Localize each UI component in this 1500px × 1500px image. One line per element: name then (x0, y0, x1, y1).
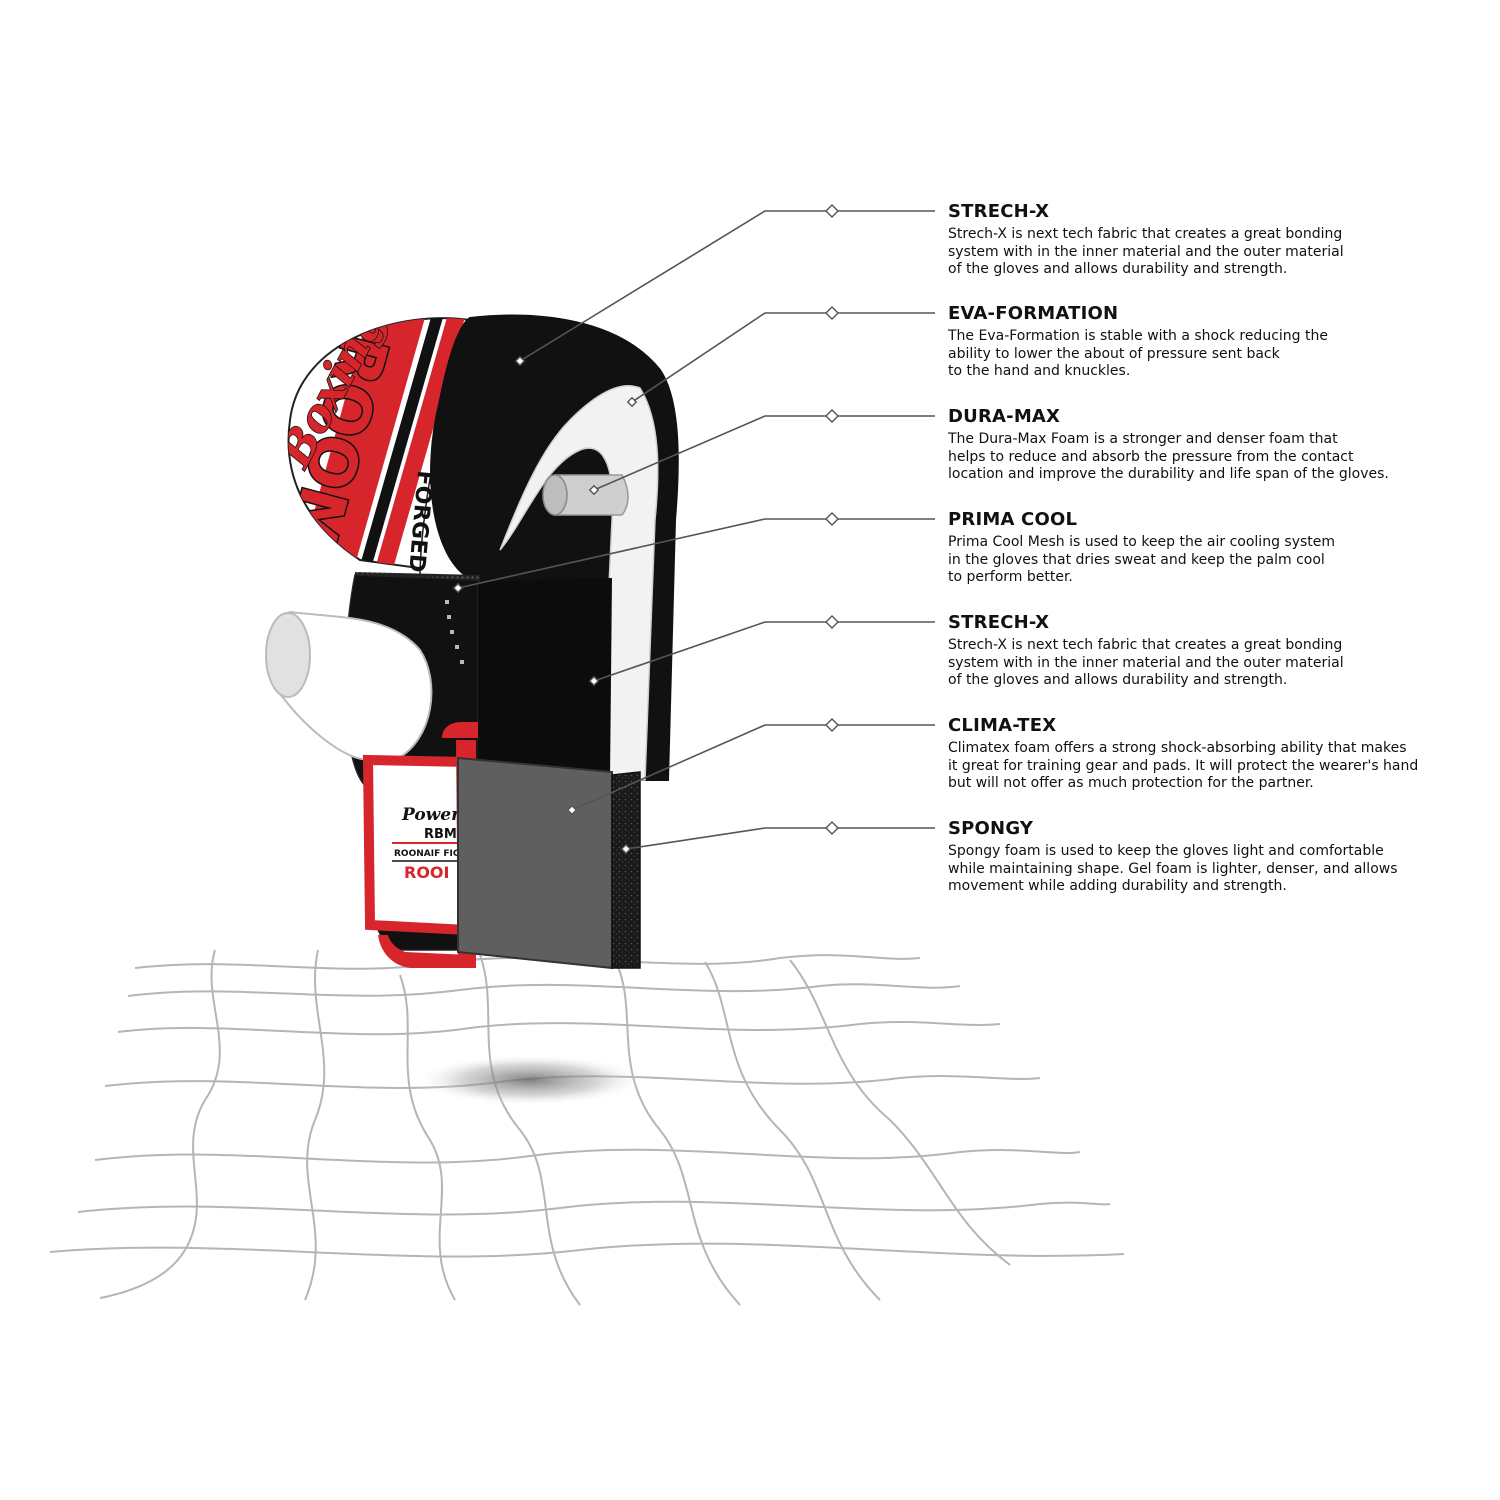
strech-x-liner (478, 578, 612, 780)
grid-line (49, 1242, 1125, 1258)
wrist-cuff-red (378, 935, 470, 968)
grid-line (117, 1021, 1001, 1036)
strap-brand-line: ROONAIF FIGH (394, 849, 468, 859)
grid-line (399, 974, 456, 1301)
glove-shadow (415, 1054, 645, 1106)
strap-rbm-text: RBM (424, 827, 457, 842)
anchor-dot-icon (566, 804, 578, 816)
leader-line-eva-formation (631, 312, 826, 403)
label-clima-tex: CLIMA-TEX Climatex foam offers a strong … (948, 715, 1468, 793)
grid-floor (49, 949, 1125, 1306)
grid-line (789, 959, 1011, 1266)
diamond-marker-icon (825, 615, 839, 629)
glove: ROOMAIF Boxing FORGED (265, 314, 679, 970)
label-description: Prima Cool Mesh is used to keep the air … (948, 534, 1336, 585)
dura-max-tube (554, 474, 629, 516)
grid-line (704, 961, 881, 1301)
leader-lines (457, 210, 935, 850)
grid-line (77, 1200, 1111, 1216)
label-markers (825, 204, 839, 835)
label-spongy: SPONGY Spongy foam is used to keep the g… (948, 818, 1468, 896)
diamond-marker-icon (825, 821, 839, 835)
label-title: DURA-MAX (948, 406, 1061, 427)
diamond-marker-icon (825, 512, 839, 526)
grid-line (304, 949, 326, 1301)
anchor-dot-icon (626, 396, 638, 408)
label-dura-max: DURA-MAX The Dura-Max Foam is a stronger… (948, 406, 1468, 484)
anchor-dot-icon (588, 675, 600, 687)
leader-line-strech-x-1 (519, 210, 826, 362)
logo-red-stripe (366, 318, 470, 575)
grid-line (99, 949, 221, 1299)
label-eva-formation: EVA-FORMATION The Eva-Formation is stabl… (948, 303, 1468, 381)
clima-tex-pad (457, 756, 613, 970)
strap-brand-big: ROOI (404, 863, 449, 882)
label-description: The Dura-Max Foam is a stronger and dens… (948, 431, 1389, 482)
anchor-dot-icon (452, 582, 464, 594)
label-prima-cool: PRIMA COOL Prima Cool Mesh is used to ke… (948, 509, 1468, 587)
diamond-marker-icon (825, 718, 839, 732)
dura-max-tube-end (542, 474, 568, 516)
label-description: Strech-X is next tech fabric that create… (948, 226, 1344, 277)
leader-line-spongy (625, 827, 826, 850)
grid-line (127, 983, 961, 997)
anchor-dot-icon (514, 355, 526, 367)
anchor-dot-icon (588, 484, 600, 496)
label-title: STRECH-X (948, 612, 1050, 633)
logo-red-stripe (290, 318, 430, 575)
grid-line (479, 954, 581, 1306)
leader-line-clima-tex (571, 724, 826, 811)
label-title: SPONGY (948, 818, 1034, 839)
logo-black-stripe (350, 318, 448, 575)
label-title: EVA-FORMATION (948, 303, 1119, 324)
label-strech-x-2: STRECH-X Strech-X is next tech fabric th… (948, 612, 1468, 690)
anchor-markers (452, 355, 638, 855)
label-title: CLIMA-TEX (948, 715, 1057, 736)
label-description: Climatex foam offers a strong shock-abso… (948, 740, 1419, 791)
grid-line (614, 959, 741, 1306)
diamond-marker-icon (825, 306, 839, 320)
leader-line-strech-x-2 (593, 621, 826, 682)
leader-line-prima-cool (457, 518, 826, 589)
spongy-foam-layer (611, 771, 641, 969)
label-description: Spongy foam is used to keep the gloves l… (948, 843, 1398, 894)
label-description: Strech-X is next tech fabric that create… (948, 637, 1344, 688)
grid-line (94, 1148, 1081, 1164)
anchor-dot-icon (620, 843, 632, 855)
diamond-marker-icon (825, 204, 839, 218)
glove-thumb-opening (265, 612, 311, 698)
label-description: The Eva-Formation is stable with a shock… (948, 328, 1328, 379)
wrist-strap-red-top (442, 722, 478, 738)
label-title: STRECH-X (948, 201, 1050, 222)
label-title: PRIMA COOL (948, 509, 1078, 530)
leader-line-dura-max (593, 415, 826, 491)
palm-stitches (445, 600, 464, 664)
diamond-marker-icon (825, 409, 839, 423)
wrist-band-white (362, 754, 473, 936)
label-strech-x-1: STRECH-X Strech-X is next tech fabric th… (948, 201, 1468, 279)
